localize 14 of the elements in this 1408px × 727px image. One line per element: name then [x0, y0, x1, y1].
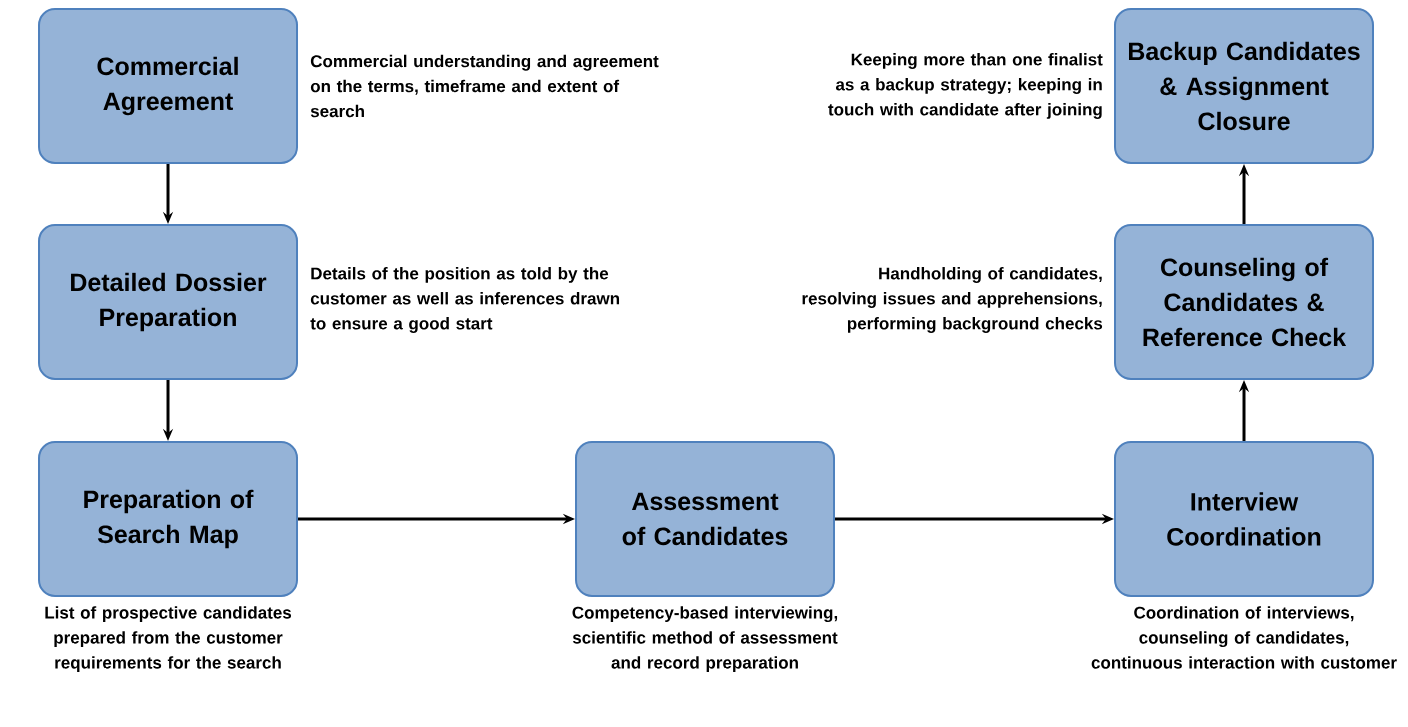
annotation-text: Keeping more than one finalist as a backup strategy; keeping in touch with candidate after joining	[828, 53, 1103, 119]
process-box: Counseling of Candidates & Reference Check	[1114, 224, 1374, 380]
annotation-text: Handholding of candidates, resolving issues and apprehensions, performing background checks	[802, 267, 1103, 333]
process-box: Interview Coordination	[1114, 441, 1374, 597]
process-box: Assessment of Candidates	[575, 441, 835, 597]
annotation-text: Details of the position as told by the customer as well as inferences drawn to ensure a good start	[310, 267, 620, 333]
annotation-text: Competency-based interviewing, scientific method of assessment and record preparation	[572, 606, 838, 673]
process-box: Preparation of Search Map	[38, 441, 298, 597]
annotation-text: List of prospective candidates prepared from the customer requirements for the search	[45, 606, 292, 673]
process-box: Detailed Dossier Preparation	[38, 224, 298, 380]
process-box: Backup Candidates & Assignment Closure	[1114, 8, 1374, 164]
process-box: Commercial Agreement	[38, 8, 298, 164]
annotation-text: Commercial understanding and agreement on the terms, timeframe and extent of search	[310, 54, 659, 118]
annotation-text: Coordination of interviews, counseling of candidates, continuous interaction with customer	[1091, 606, 1397, 669]
